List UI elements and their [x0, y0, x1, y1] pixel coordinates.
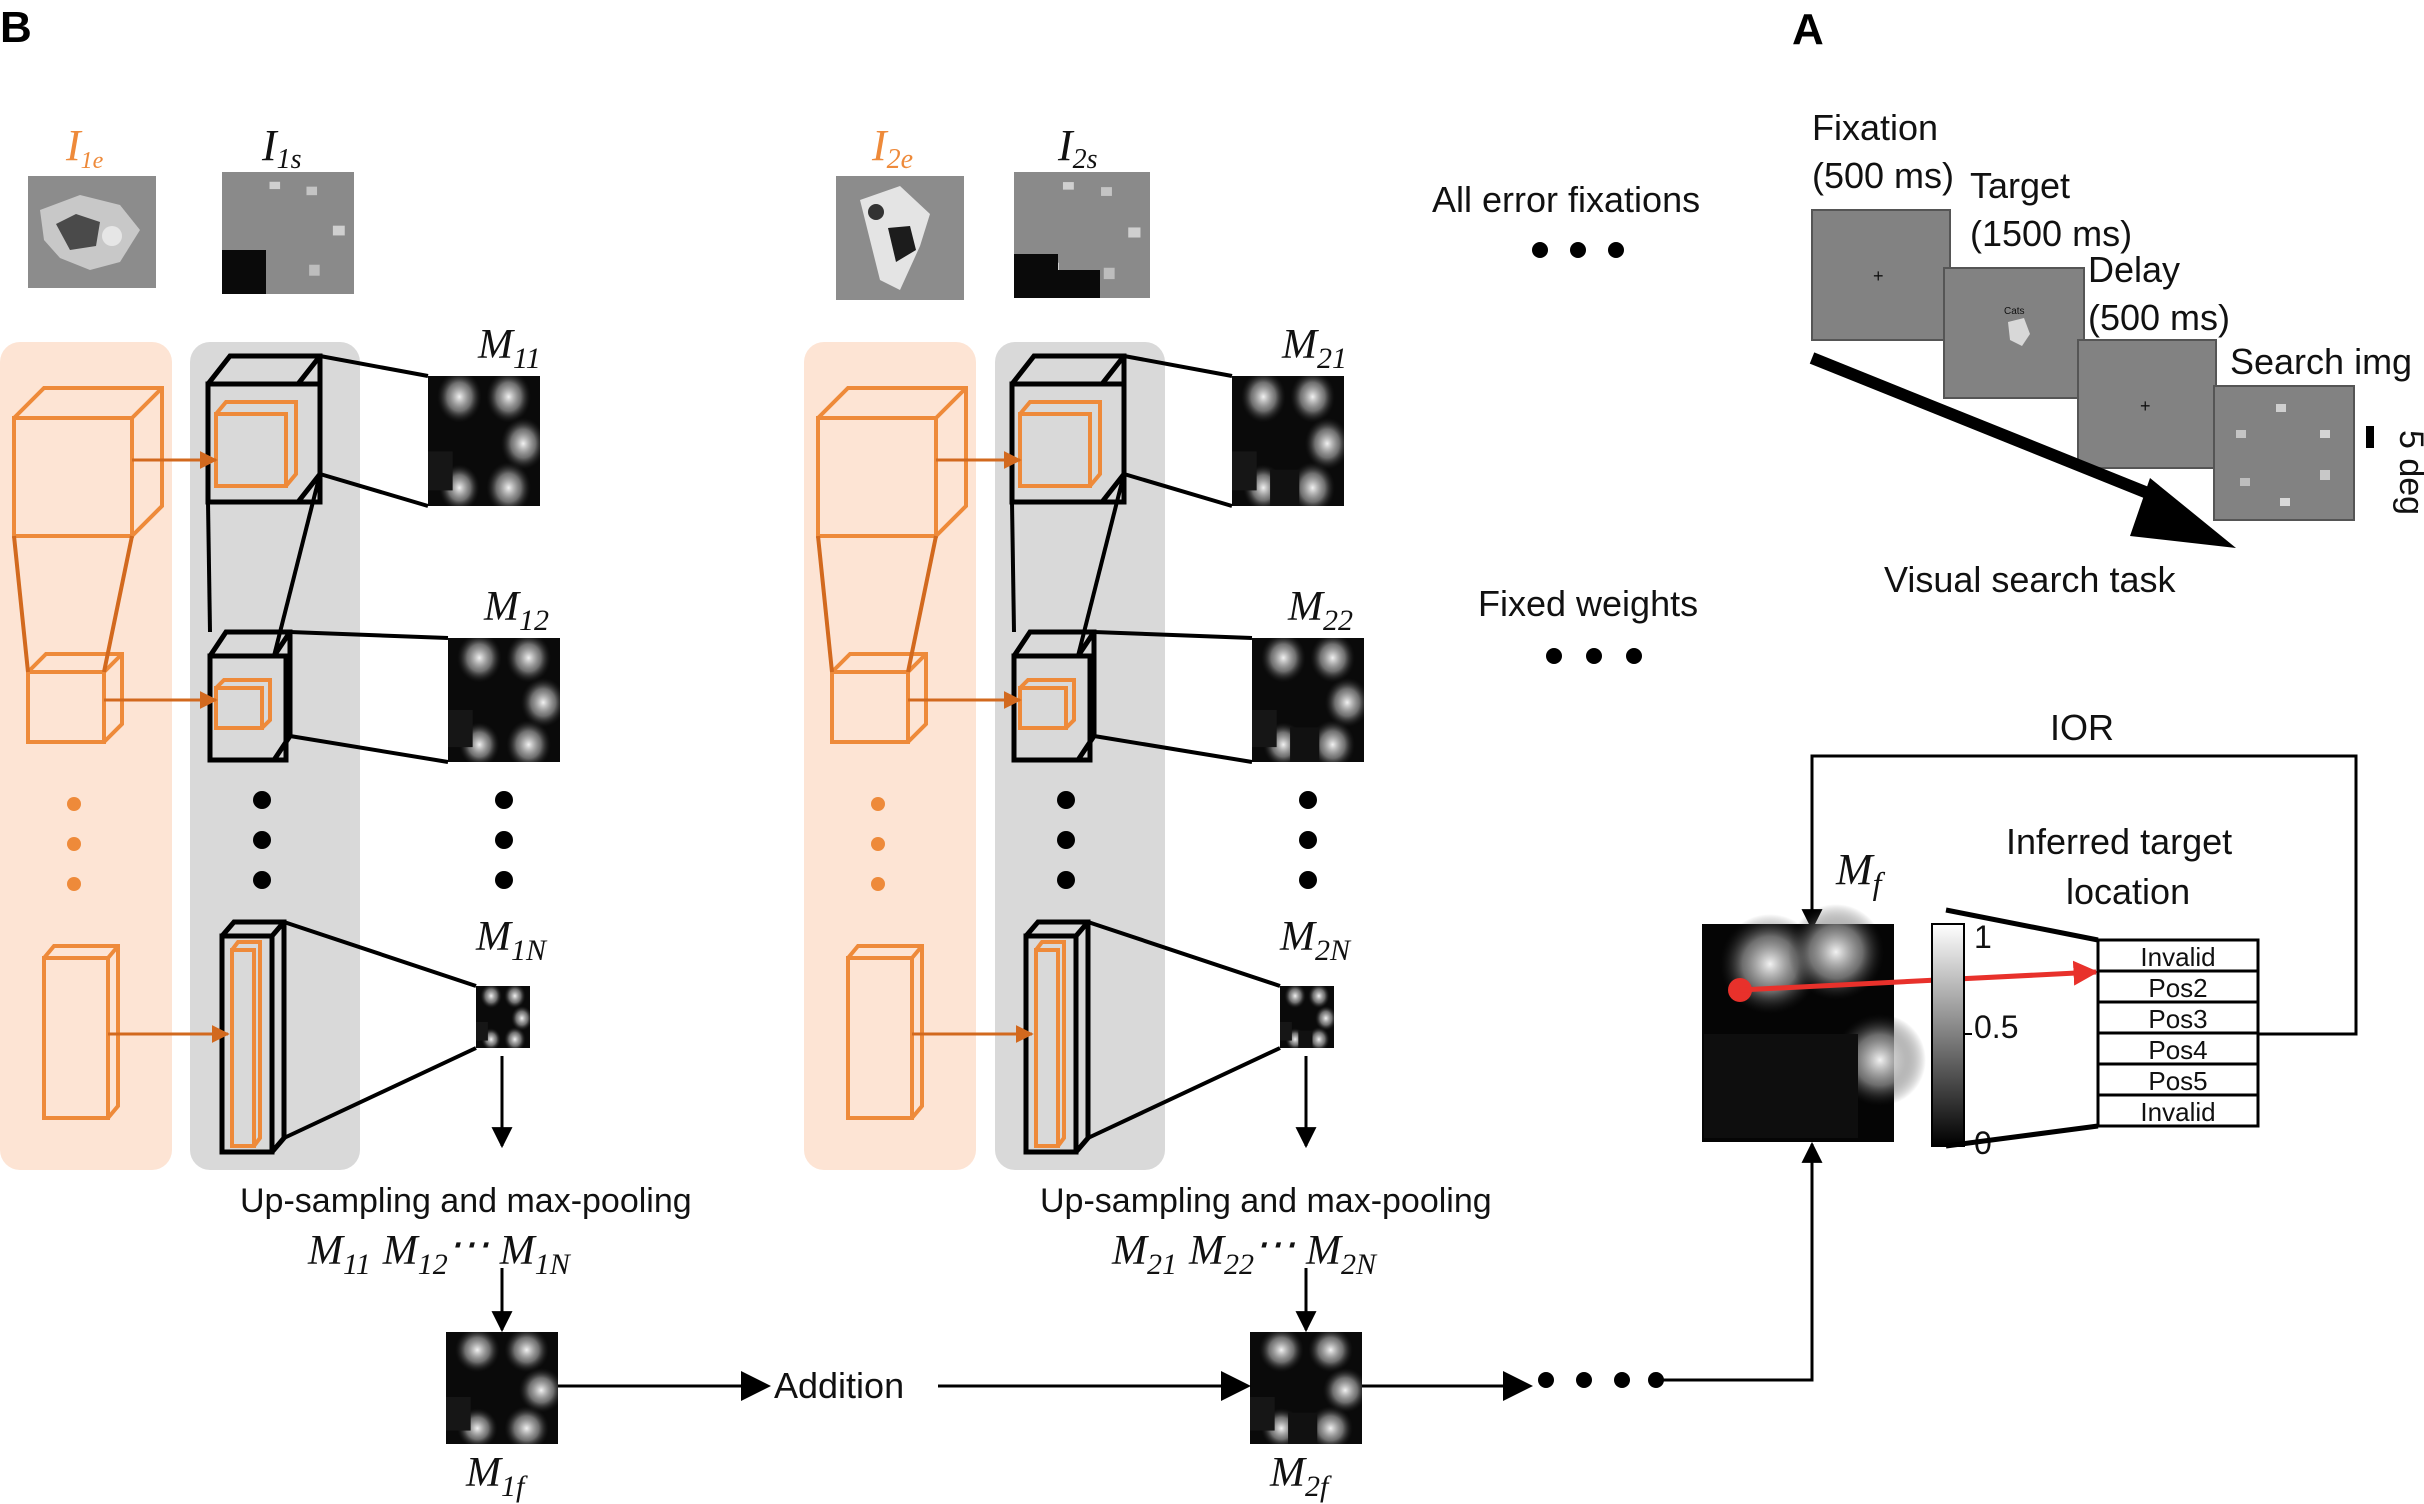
time-arrow — [1809, 352, 2236, 548]
encoder-2-background — [804, 342, 976, 1170]
label-m2n: M2N — [1279, 914, 1352, 967]
final-map-mf — [1702, 904, 1926, 1142]
colorbar-max: 1 — [1974, 919, 1992, 955]
search-image-1 — [222, 172, 354, 294]
target-image-2 — [836, 176, 964, 300]
visual-search-task-label: Visual search task — [1884, 559, 2176, 600]
label-m1f: M1f — [465, 1450, 528, 1503]
map-1-dots — [495, 791, 513, 889]
panel-a-label: A — [1792, 5, 1824, 54]
label-i2e: I2e — [871, 121, 913, 175]
fixation-cross: + — [1873, 266, 1884, 286]
label-m21: M21 — [1281, 322, 1347, 375]
map-m1f — [446, 1332, 558, 1444]
target-time: (1500 ms) — [1970, 213, 2132, 254]
error-fixations-dots — [1532, 242, 1624, 258]
fixation-label: Fixation — [1812, 107, 1938, 148]
all-error-fixations-label: All error fixations — [1432, 179, 1700, 220]
inferred-target-label: Inferred target — [2006, 821, 2232, 862]
target-image-1 — [28, 176, 156, 288]
encoder-to-search-arrows-1 — [104, 451, 230, 1043]
delay-screen — [2077, 339, 2217, 469]
map-m1n-connectors — [283, 920, 477, 1140]
map-m2n — [1280, 986, 1334, 1048]
delay-cross: + — [2140, 396, 2151, 416]
scale-bar — [2366, 426, 2374, 448]
addition-label: Addition — [774, 1365, 904, 1406]
delay-label: Delay — [2088, 249, 2180, 290]
fixation-screen — [1811, 209, 1951, 341]
label-i2s: I2s — [1057, 121, 1098, 175]
label-m2f: M2f — [1269, 1450, 1332, 1503]
label-i1s: I1s — [261, 121, 302, 175]
location-label: location — [2066, 871, 2190, 912]
pointer-arrow — [1739, 960, 2099, 993]
panel-b-label: B — [0, 3, 32, 52]
arrow-to-mf — [1656, 1141, 1823, 1382]
search-net-2-inner — [1018, 400, 1102, 1148]
encoder-1-background — [0, 342, 172, 1170]
map-m21 — [1232, 376, 1344, 506]
map-m1n — [476, 986, 530, 1048]
encoder-1-network — [12, 386, 164, 1120]
search-net-1-dots — [253, 791, 271, 889]
map-m22 — [1252, 638, 1364, 762]
position-6: Invalid — [2140, 1097, 2215, 1127]
delay-time: (500 ms) — [2088, 297, 2230, 338]
target-label: Target — [1970, 165, 2070, 206]
encoder-1-dots — [67, 797, 81, 891]
fixation-time: (500 ms) — [1812, 155, 1954, 196]
map-m11 — [428, 376, 540, 506]
continuation-dots — [1538, 1372, 1664, 1388]
target-cue-text: Cats — [2004, 306, 2025, 317]
position-5: Pos5 — [2148, 1066, 2207, 1096]
fixed-weights-label: Fixed weights — [1478, 583, 1698, 624]
map-m2n-connectors — [1087, 920, 1281, 1140]
encoder-to-search-arrows-2 — [908, 451, 1034, 1043]
position-1: Invalid — [2140, 942, 2215, 972]
position-3: Pos3 — [2148, 1004, 2207, 1034]
map-m21-connectors — [1123, 354, 1233, 508]
label-m11: M11 — [477, 322, 541, 375]
scale-label: 5 deg — [2392, 430, 2424, 515]
fixed-weights-dots — [1546, 648, 1642, 664]
upsampling-label-1: Up-sampling and max-pooling — [240, 1182, 692, 1220]
colorbar — [1931, 923, 1972, 1147]
search-screen — [2213, 385, 2355, 521]
map-m12 — [448, 638, 560, 762]
label-m22: M22 — [1287, 584, 1353, 637]
position-table — [2096, 938, 2260, 1128]
encoder-2-network — [816, 386, 968, 1120]
ior-loop — [1801, 754, 2358, 1036]
position-2: Pos2 — [2148, 973, 2207, 1003]
label-i1e: I1e — [65, 121, 104, 174]
search-image-2 — [1014, 172, 1150, 298]
map-m22-connectors — [1093, 630, 1253, 764]
map-m2f — [1250, 1332, 1362, 1444]
search-label: Search img — [2230, 341, 2412, 382]
label-m12: M12 — [483, 584, 549, 637]
map-m11-connectors — [319, 354, 429, 508]
position-4: Pos4 — [2148, 1035, 2207, 1065]
upsampling-label-2: Up-sampling and max-pooling — [1040, 1182, 1492, 1220]
colorbar-mid: 0.5 — [1974, 1009, 2018, 1045]
ior-label: IOR — [2050, 707, 2114, 748]
position-lines — [1945, 907, 2099, 1149]
label-mf: Mf — [1835, 845, 1886, 901]
search-net-2-dots — [1057, 791, 1075, 889]
map-2-dots — [1299, 791, 1317, 889]
map-m12-connectors — [289, 630, 449, 764]
label-m1n: M1N — [475, 914, 548, 967]
target-object — [2008, 318, 2030, 346]
encoder-2-dots — [871, 797, 885, 891]
